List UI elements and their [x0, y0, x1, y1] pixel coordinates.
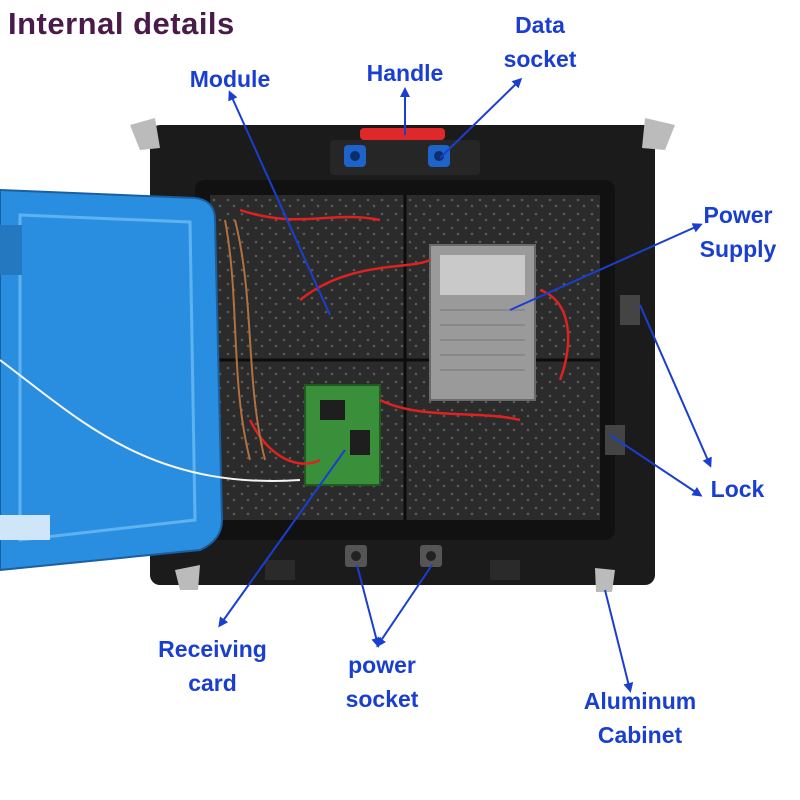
arrow-power-socket-right	[376, 564, 433, 648]
label-power-socket-line1: power	[348, 652, 416, 678]
label-aluminum-cabinet-line2: Cabinet	[597, 722, 683, 748]
power-supply	[429, 244, 536, 401]
label-data-socket-line2: socket	[503, 46, 577, 72]
page-title: Internal details	[8, 6, 235, 41]
arrow-lock-lower	[609, 434, 703, 497]
label-power-supply-line1: Power	[703, 202, 773, 228]
handle	[360, 128, 445, 140]
annotation-arrows	[218, 77, 712, 693]
arrow-power-socket-left	[356, 564, 382, 648]
label-handle: Handle	[345, 56, 465, 90]
label-lock-text: Lock	[710, 476, 765, 502]
power-sockets	[345, 545, 442, 567]
arrow-lock-upper	[639, 304, 712, 468]
arrow-receiving-card	[218, 449, 346, 628]
label-data-socket-line1: Data	[515, 12, 565, 38]
label-module-text: Module	[189, 66, 271, 92]
label-receiving-card-line1: Receiving	[158, 636, 267, 662]
label-aluminum-cabinet: Aluminum Cabinet	[555, 684, 725, 752]
label-data-socket: Data socket	[480, 8, 600, 76]
label-handle-text: Handle	[366, 60, 444, 86]
label-power-supply: Power Supply	[678, 198, 798, 266]
receiving-card	[304, 384, 381, 486]
label-power-socket: power socket	[322, 648, 442, 716]
arrow-aluminum-cabinet	[604, 589, 634, 693]
data-sockets	[344, 145, 450, 167]
label-receiving-card-line2: card	[188, 670, 237, 696]
label-aluminum-cabinet-line1: Aluminum	[583, 688, 697, 714]
cables	[239, 208, 570, 465]
label-lock: Lock	[700, 472, 775, 506]
label-power-socket-line2: socket	[345, 686, 419, 712]
label-module: Module	[170, 62, 290, 96]
label-power-supply-line2: Supply	[699, 236, 777, 262]
label-receiving-card: Receiving card	[130, 632, 295, 700]
arrow-data-socket	[439, 77, 523, 159]
arrow-module	[228, 90, 331, 316]
ribbon-cables	[224, 219, 266, 461]
blue-cover	[0, 188, 301, 572]
arrow-power-supply	[509, 223, 703, 311]
